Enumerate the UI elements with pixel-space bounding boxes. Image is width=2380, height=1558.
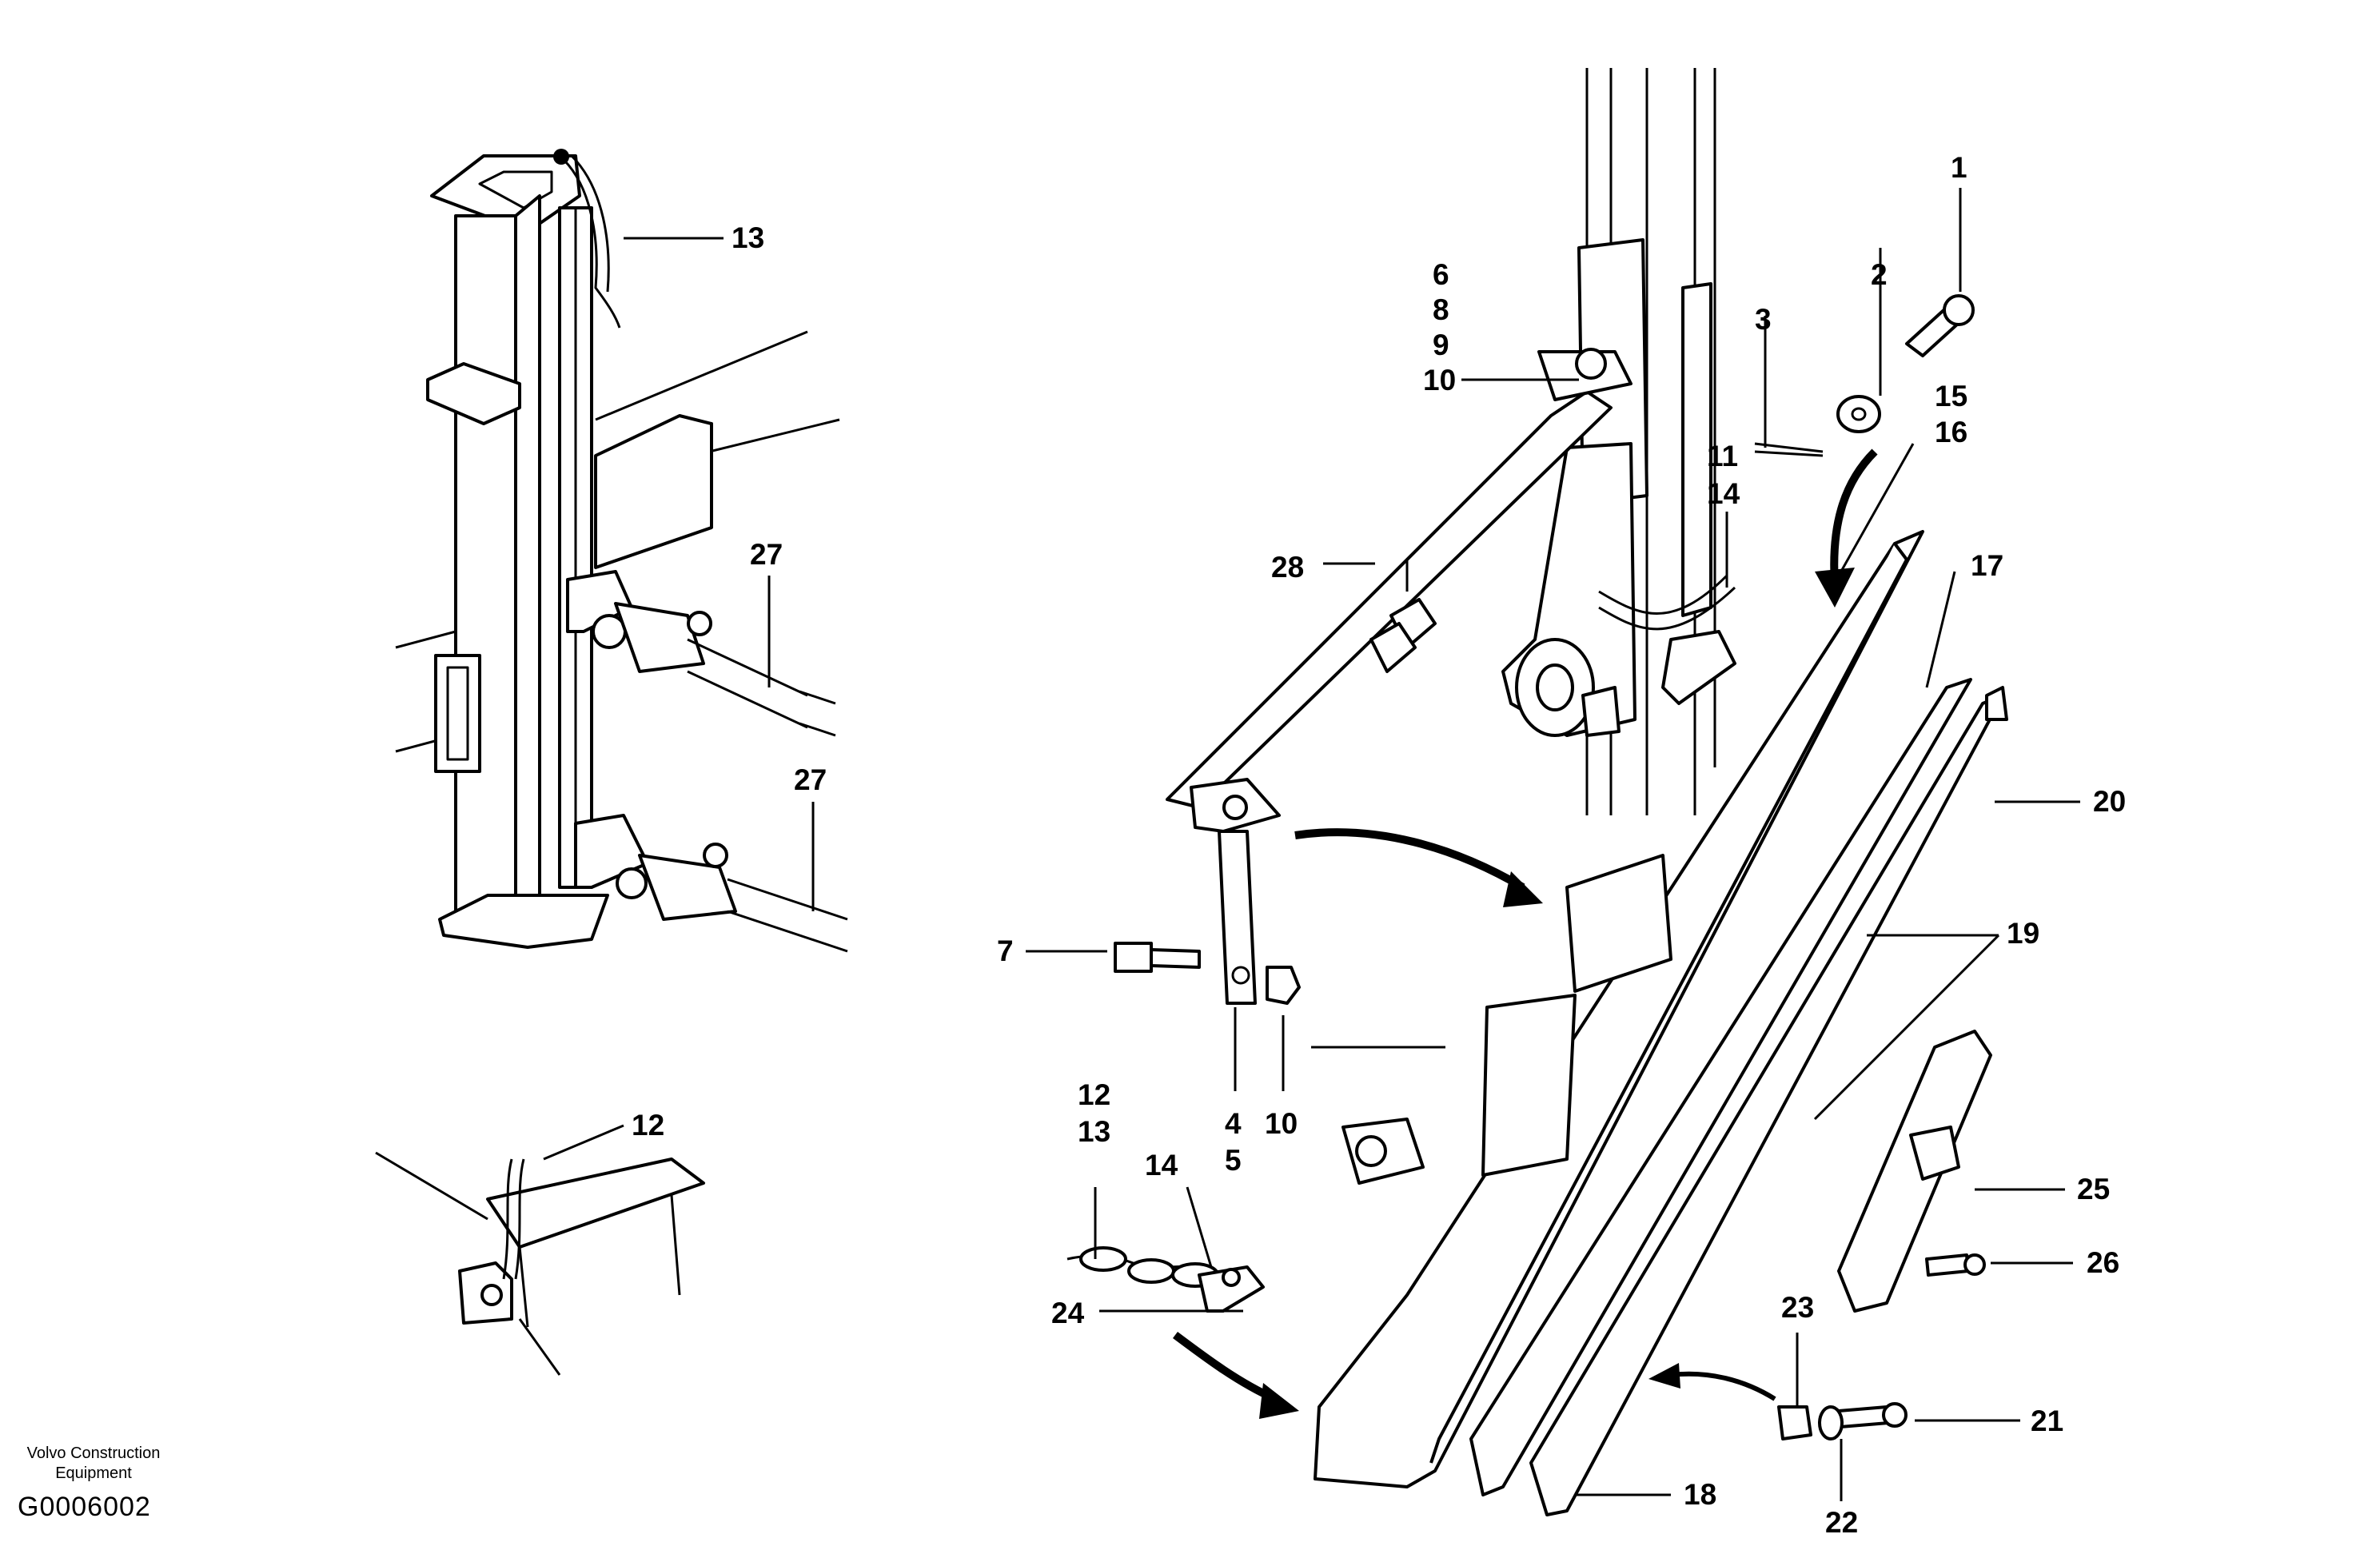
callout-1: 1: [1951, 151, 1967, 184]
center-mast-assembly: [1114, 68, 1736, 1005]
callout-18: 18: [1684, 1478, 1716, 1511]
callout-6: 6: [1433, 258, 1449, 291]
callout-12-left: 12: [632, 1109, 664, 1142]
left-post-assembly: [395, 149, 848, 953]
callout-23: 23: [1781, 1291, 1814, 1324]
callout-24: 24: [1051, 1297, 1085, 1329]
callout-20: 20: [2093, 785, 2126, 818]
callout-17: 17: [1971, 549, 2003, 582]
callout-26: 26: [2087, 1246, 2119, 1279]
callout-7: 7: [997, 934, 1014, 967]
callout-5: 5: [1225, 1144, 1242, 1177]
callout-19: 19: [2007, 917, 2039, 950]
callout-13-left: 13: [732, 221, 764, 254]
callout-4: 4: [1225, 1107, 1242, 1140]
callout-9: 9: [1433, 329, 1449, 361]
leader-lines: [543, 188, 2080, 1501]
brand-line-1: Volvo Construction: [26, 1444, 161, 1462]
left-hook-detail: [375, 1151, 705, 1376]
callout-28: 28: [1271, 551, 1304, 584]
callout-10-top: 10: [1423, 364, 1456, 396]
callout-25: 25: [2077, 1173, 2110, 1205]
assembly-arrows: [1173, 448, 1878, 1419]
callout-12-chain: 12: [1078, 1078, 1110, 1111]
callout-14-right: 14: [1707, 477, 1740, 510]
callout-11: 11: [1707, 440, 1738, 472]
brand-caption: Volvo Construction Equipment: [18, 1444, 169, 1484]
callout-21: 21: [2031, 1405, 2063, 1437]
callout-3: 3: [1755, 303, 1772, 336]
callout-10-nut: 10: [1265, 1107, 1298, 1140]
brand-line-2: Equipment: [55, 1464, 132, 1482]
callout-27-upper: 27: [750, 538, 783, 571]
callout-13-chain: 13: [1078, 1115, 1110, 1148]
callout-labels: 1 2 3 6 8 9 10 11 14 15 16 17 20 19 25 2…: [632, 151, 2126, 1539]
callout-14-chain: 14: [1145, 1149, 1178, 1181]
callout-8: 8: [1433, 293, 1449, 326]
drawing-code: G0006002: [18, 1492, 151, 1522]
callout-16: 16: [1935, 416, 1967, 448]
blade-assembly: [1314, 294, 2008, 1516]
callout-27-lower: 27: [794, 763, 827, 796]
chain-assembly: [1066, 1246, 1265, 1313]
callout-15: 15: [1935, 380, 1967, 412]
callout-2: 2: [1871, 258, 1888, 291]
callout-22: 22: [1825, 1506, 1858, 1539]
